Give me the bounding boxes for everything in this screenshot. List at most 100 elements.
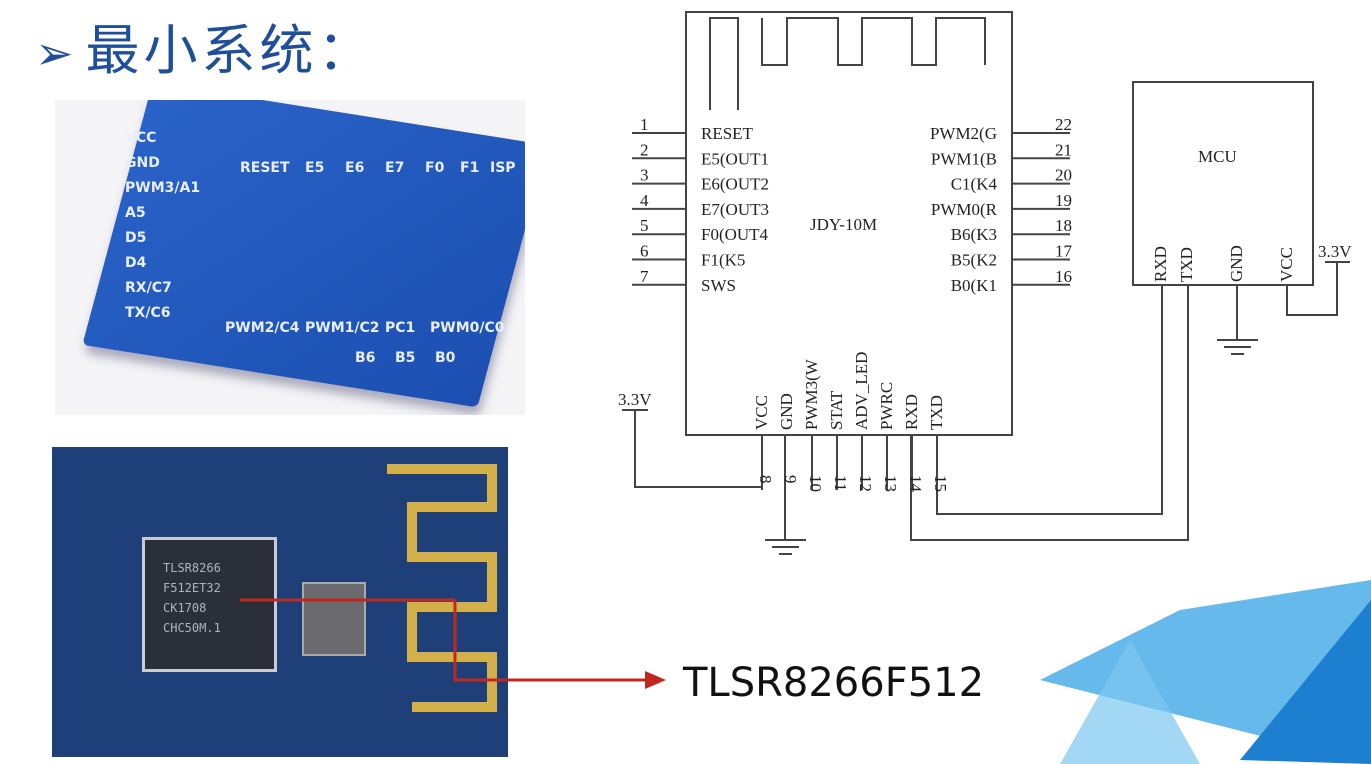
- pin-number: 8: [756, 475, 775, 484]
- pcb-silkscreen-label: RX/C7: [125, 280, 172, 296]
- pin-number: 21: [1055, 140, 1072, 159]
- decor-triangle: [1060, 640, 1200, 764]
- module-name: JDY-10M: [810, 215, 877, 234]
- pcb-silkscreen-label: E7: [385, 160, 405, 176]
- pcb-silkscreen-label: B0: [435, 350, 456, 366]
- pin-number: 18: [1055, 216, 1072, 235]
- pin-number: 20: [1055, 166, 1072, 185]
- pin-label: RXD: [902, 394, 921, 430]
- pin-label-group: STAT: [827, 390, 846, 430]
- pcb-silkscreen-label: VCC: [125, 130, 157, 146]
- pin-number: 17: [1055, 242, 1073, 261]
- pin-number-group: 12: [856, 475, 875, 492]
- pcb-silkscreen-label: PC1: [385, 320, 416, 336]
- antenna-trace: [387, 464, 497, 712]
- pin-number: 9: [781, 475, 800, 484]
- pin-label: B0(K1: [951, 276, 997, 295]
- pin-label-group: ADV_LED: [852, 352, 871, 430]
- pin-label-group: RXD: [902, 394, 921, 430]
- pin-number: 1: [640, 115, 649, 134]
- pcb-silkscreen-label: E5: [305, 160, 325, 176]
- mcu-pin-label: GND: [1227, 245, 1246, 282]
- chip-marking: TLSR8266: [163, 561, 221, 575]
- pin-number-group: 14: [906, 475, 925, 493]
- pcb-silkscreen-label: E6: [345, 160, 365, 176]
- pin-number: 11: [831, 475, 850, 491]
- decor-triangle: [1240, 600, 1371, 764]
- pin-number-group: 9: [781, 475, 800, 484]
- slide-title: ➢最小系统：: [35, 6, 376, 85]
- pin-label: PWM0(R: [931, 200, 998, 219]
- pin-number: 22: [1055, 115, 1072, 134]
- pin-label-group: VCC: [752, 395, 771, 430]
- pin-number: 13: [881, 475, 900, 492]
- title-text: 最小系统：: [85, 19, 376, 82]
- pin-number: 5: [640, 216, 649, 235]
- pcb-silkscreen-label: PWM1/C2: [305, 320, 380, 336]
- pcb-silkscreen-label: PWM3/A1: [125, 180, 201, 196]
- pin-label: F0(OUT4: [701, 225, 769, 244]
- pin-label: STAT: [827, 390, 846, 430]
- pcb-silkscreen-label: D5: [125, 230, 147, 246]
- pin-label: B6(K3: [951, 225, 997, 244]
- pcb-silkscreen-label: D4: [125, 255, 147, 271]
- mcu-pin-label: VCC: [1277, 247, 1296, 282]
- supply-label: 3.3V: [618, 390, 652, 409]
- mcu-supply-label: 3.3V: [1318, 242, 1352, 261]
- mcu-name: MCU: [1198, 147, 1237, 166]
- pcb-silkscreen-label: GND: [125, 155, 160, 171]
- pin-number: 16: [1055, 267, 1072, 286]
- pin-number-group: 10: [806, 475, 825, 492]
- chip-marking: CHC50M.1: [163, 621, 221, 635]
- mcu-pin-label: TXD: [1177, 247, 1196, 282]
- pin-label: TXD: [927, 395, 946, 430]
- pcb-silkscreen-label: TX/C6: [125, 305, 171, 321]
- tlsr-chip: TLSR8266 F512ET32 CK1708 CHC50M.1: [142, 537, 277, 672]
- pin-number-group: 13: [881, 475, 900, 492]
- pin-label: PWM3(W: [802, 358, 821, 430]
- pcb-silkscreen-label: ISP: [490, 160, 516, 176]
- pin-label-group: PWRC: [877, 382, 896, 430]
- pin-label: RESET: [701, 124, 754, 143]
- pin-label-group: PWM3(W: [802, 358, 821, 430]
- pcb-silkscreen-label: B6: [355, 350, 376, 366]
- pin-label: B5(K2: [951, 251, 997, 270]
- pin-label: C1(K4: [951, 175, 998, 194]
- pin-label: E7(OUT3: [701, 200, 769, 219]
- pin-number: 14: [906, 475, 925, 493]
- pin-label-group: GND: [777, 393, 796, 430]
- pin-number: 15: [931, 475, 950, 492]
- mcu-pin-label: RXD: [1151, 246, 1170, 282]
- pin-label: ADV_LED: [852, 352, 871, 430]
- pcb-silkscreen-label: PWM0/C0: [430, 320, 505, 336]
- pin-number: 4: [640, 191, 649, 210]
- board-photo: TLSR8266 F512ET32 CK1708 CHC50M.1: [52, 447, 508, 757]
- pin-label: E6(OUT2: [701, 175, 769, 194]
- pin-label-group: TXD: [927, 395, 946, 430]
- pcb-silkscreen-label: F0: [425, 160, 445, 176]
- pin-number: 6: [640, 242, 649, 261]
- pin-number-group: 11: [831, 475, 850, 491]
- pin-label: PWM1(B: [931, 149, 997, 168]
- chip-marking: CK1708: [163, 601, 207, 615]
- pin-label: PWM2(G: [930, 124, 997, 143]
- pin-label: F1(K5: [701, 251, 745, 270]
- pin-label: PWRC: [877, 382, 896, 430]
- chip-marking: F512ET32: [163, 581, 221, 595]
- chip-callout-label: TLSR8266F512: [683, 660, 985, 706]
- pcb-silkscreen-label: B5: [395, 350, 416, 366]
- pcb-silkscreen-label: F1: [460, 160, 480, 176]
- pin-label: VCC: [752, 395, 771, 430]
- pin-label: E5(OUT1: [701, 149, 769, 168]
- pin-label: GND: [777, 393, 796, 430]
- pcb-silkscreen-label: A5: [125, 205, 146, 221]
- crystal: [302, 582, 366, 656]
- pin-label: SWS: [701, 276, 736, 295]
- pin-number: 12: [856, 475, 875, 492]
- callout-arrow: [453, 600, 650, 682]
- pin-number: 10: [806, 475, 825, 492]
- pin-number: 2: [640, 140, 649, 159]
